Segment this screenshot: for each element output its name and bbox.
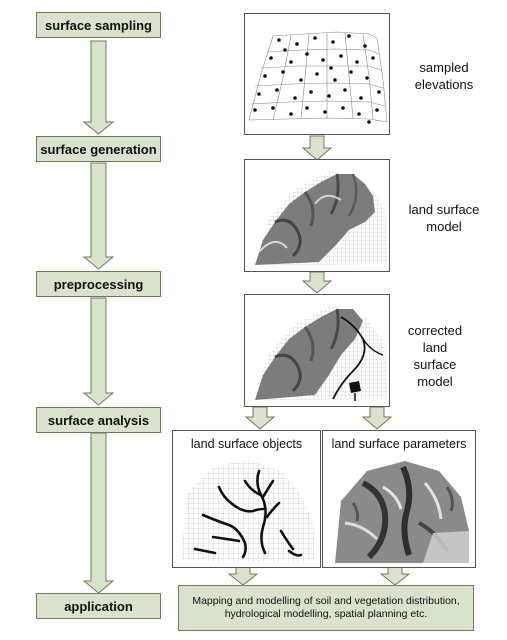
corrected-model-image: [244, 294, 390, 407]
objects-title: land surface objects: [190, 437, 303, 451]
land-surface-model-image: [244, 159, 390, 272]
arrow-down: [227, 566, 259, 586]
land-surface-parameters-panel: land surface parameters: [322, 430, 476, 568]
caption-line: model: [426, 219, 462, 234]
caption-line: elevations: [414, 77, 474, 92]
sampled-elevations-caption: sampled elevations: [398, 59, 490, 93]
caption-line: land: [422, 340, 448, 355]
arrow-down: [301, 135, 333, 161]
arrow-down: [82, 432, 115, 594]
caption-line: corrected: [407, 323, 463, 338]
arrow-down: [301, 271, 333, 294]
caption-line: land surface: [408, 202, 480, 217]
caption-line: sampled: [419, 60, 469, 75]
caption-line: surface: [413, 357, 457, 372]
caption-line: model: [417, 374, 453, 389]
application-description: Mapping and modelling of soil and vegeta…: [178, 585, 474, 631]
step-surface-analysis: surface analysis: [36, 407, 161, 433]
corrected-model-caption: corrected land surface model: [392, 322, 478, 390]
sampled-elevations-image: [244, 13, 390, 135]
arrow-down: [82, 162, 115, 270]
application-text: Mapping and modelling of soil and vegeta…: [192, 595, 460, 620]
step-application: application: [36, 593, 161, 619]
step-preprocessing: preprocessing: [36, 271, 161, 297]
arrow-down: [361, 406, 393, 430]
parameters-title: land surface parameters: [331, 437, 467, 451]
arrow-down: [82, 40, 115, 135]
step-surface-sampling: surface sampling: [36, 12, 161, 38]
land-surface-objects-panel: land surface objects: [172, 430, 321, 568]
arrow-down: [82, 297, 115, 406]
land-surface-model-caption: land surface model: [392, 201, 496, 235]
arrow-down: [244, 406, 276, 430]
arrow-down: [379, 566, 411, 586]
step-surface-generation: surface generation: [36, 136, 161, 162]
